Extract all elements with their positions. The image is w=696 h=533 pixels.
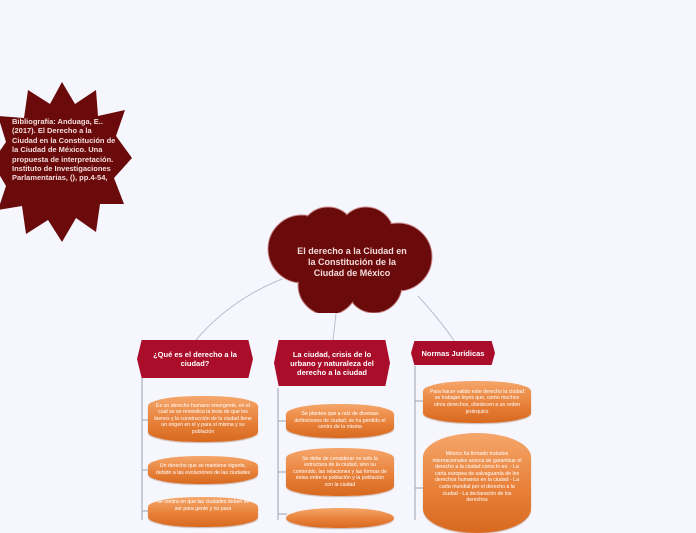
subtopic-text: Es un derecho humano emergente, en el cu… (154, 402, 252, 435)
subtopic-text: Un derecho que se mantiene vigente, debi… (155, 463, 251, 476)
subtopic-2-3[interactable] (286, 508, 394, 528)
subtopic-3-1[interactable]: Para hacer valido este derecho la ciudad… (423, 381, 531, 423)
topic-label: ¿Qué es el derecho a la ciudad? (153, 350, 237, 368)
bibliography-starburst[interactable] (0, 82, 132, 242)
topic-label: Normas Jurídicas (421, 348, 485, 358)
subtopic-1-3[interactable]: Se centra en que las ciudades deben de s… (148, 497, 258, 527)
topic-normas-juridicas[interactable]: Normas Jurídicas (411, 341, 495, 365)
topic-ciudad-crisis-urbano[interactable]: La ciudad, crisis de lo urbano y natural… (274, 340, 390, 386)
subtopic-3-2[interactable]: México ha firmado tratados internacional… (423, 433, 531, 533)
subtopic-text: Se centra en que las ciudades deben de s… (156, 499, 250, 512)
topic-label: La ciudad, crisis de lo urbano y natural… (290, 349, 374, 377)
topic-que-es-derecho-ciudad[interactable]: ¿Qué es el derecho a la ciudad? (137, 340, 253, 378)
subtopic-1-1[interactable]: Es un derecho humano emergente, en el cu… (148, 396, 258, 442)
subtopic-text: Para hacer valido este derecho la ciudad… (429, 388, 524, 415)
subtopic-1-2[interactable]: Un derecho que se mantiene vigente, debi… (148, 456, 258, 484)
connector-lines (141, 278, 456, 520)
connector-topic-1 (195, 278, 283, 341)
subtopic-text: Se plantea que a raíz de diversas defini… (294, 411, 386, 431)
central-topic-title: El derecho a la Ciudad en la Constitució… (297, 246, 407, 278)
branch-ticks-3 (415, 400, 424, 489)
subtopic-2-2[interactable]: Se debe de considerar no solo la estruct… (286, 448, 394, 496)
branch-ticks-2 (278, 420, 287, 515)
connector-topic-3 (417, 295, 456, 343)
subtopic-text: México ha firmado tratados internacional… (432, 451, 522, 504)
central-topic-cloud[interactable] (262, 205, 434, 313)
subtopic-text: Se debe de considerar no solo la estruct… (293, 455, 387, 488)
bibliography-text: Bibliografía: Anduaga, E.. (2017). El De… (12, 117, 116, 183)
subtopic-2-1[interactable]: Se plantea que a raíz de diversas defini… (286, 404, 394, 438)
